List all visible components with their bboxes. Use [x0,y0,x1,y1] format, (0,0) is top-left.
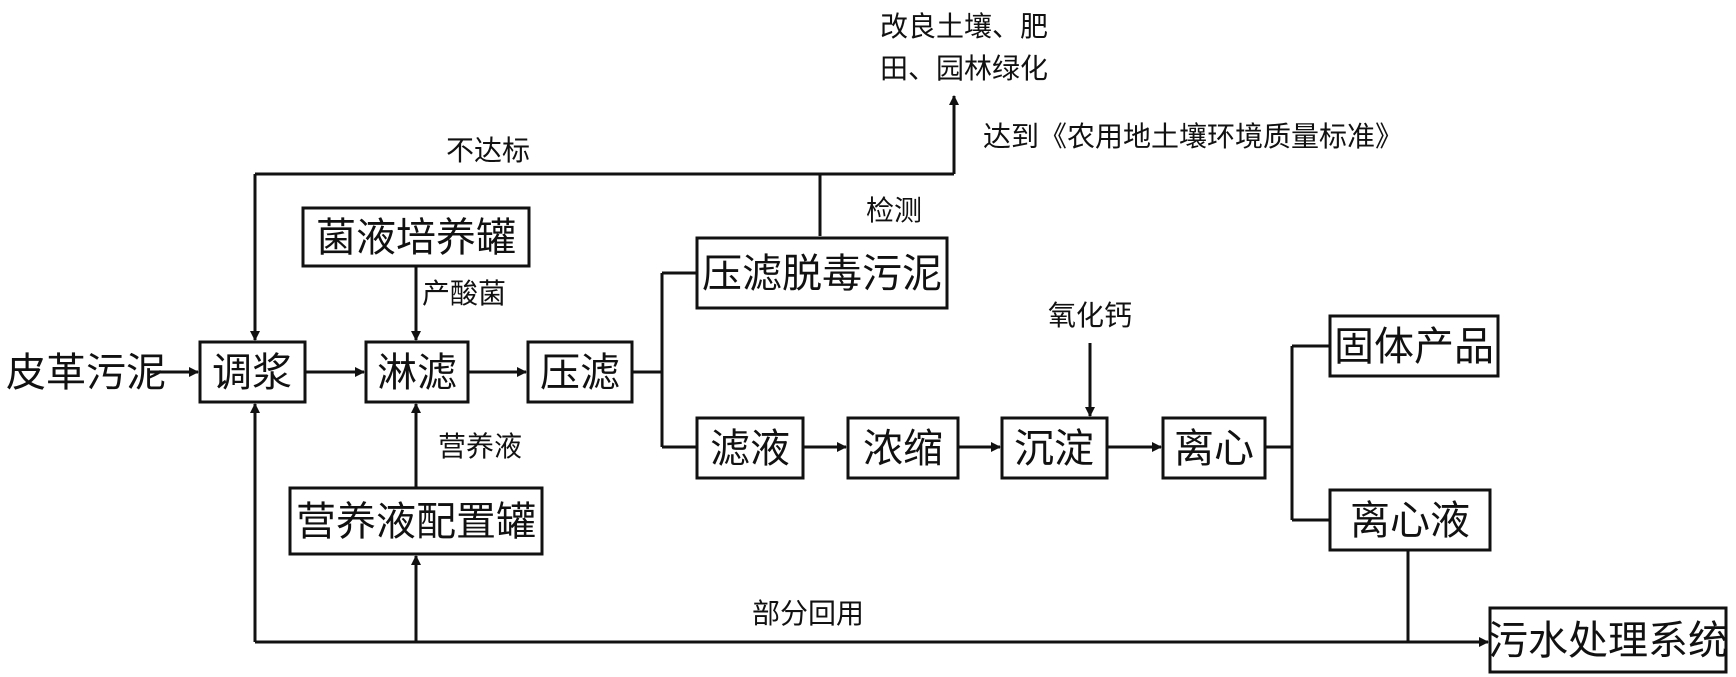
box-linlv: 淋滤 [364,340,470,404]
box-sludge-label: 压滤脱毒污泥 [702,251,942,297]
box-culture-tank: 菌液培养罐 [301,206,531,268]
box-centrifuge-label: 离心 [1174,426,1254,472]
not-meet-label: 不达标 [446,134,530,167]
connectors [150,95,1489,647]
acid-bacteria-label: 产酸菌 [422,277,506,310]
detect-label: 检测 [866,194,922,227]
source-label: 皮革污泥 [6,350,166,396]
box-linlv-label: 淋滤 [377,350,457,396]
box-centrifuge-liquid-label: 离心液 [1350,498,1470,544]
box-filtrate-label: 滤液 [710,426,790,472]
meet-standard-label: 达到《农用地土壤环境质量标准》 [983,120,1403,153]
use-label-line2: 田、园林绿化 [880,52,1048,85]
box-yalv-label: 压滤 [540,350,620,396]
box-sludge: 压滤脱毒污泥 [695,236,949,310]
box-tiaojiang-label: 调浆 [212,350,292,396]
box-wastewater-label: 污水处理系统 [1488,618,1728,664]
box-precipitate: 沉淀 [1000,416,1109,480]
box-solid-product-label: 固体产品 [1334,324,1494,370]
box-tiaojiang: 调浆 [198,340,307,404]
box-filtrate: 滤液 [695,416,805,480]
box-yalv: 压滤 [526,340,634,404]
nutrient-label: 营养液 [438,430,522,463]
use-label-line1: 改良土壤、肥 [880,10,1048,43]
box-solid-product: 固体产品 [1328,314,1500,378]
box-precipitate-label: 沉淀 [1014,426,1094,472]
box-nutrient-tank-label: 营养液配置罐 [296,499,536,545]
calcium-oxide-label: 氧化钙 [1048,299,1132,332]
box-wastewater: 污水处理系统 [1488,606,1728,674]
box-concentrate-label: 浓缩 [863,426,943,472]
box-centrifuge: 离心 [1161,416,1267,480]
partial-reuse-label: 部分回用 [752,597,864,630]
box-nutrient-tank: 营养液配置罐 [288,486,544,556]
box-centrifuge-liquid: 离心液 [1328,488,1492,552]
box-culture-tank-label: 菌液培养罐 [316,215,516,261]
box-concentrate: 浓缩 [846,416,960,480]
